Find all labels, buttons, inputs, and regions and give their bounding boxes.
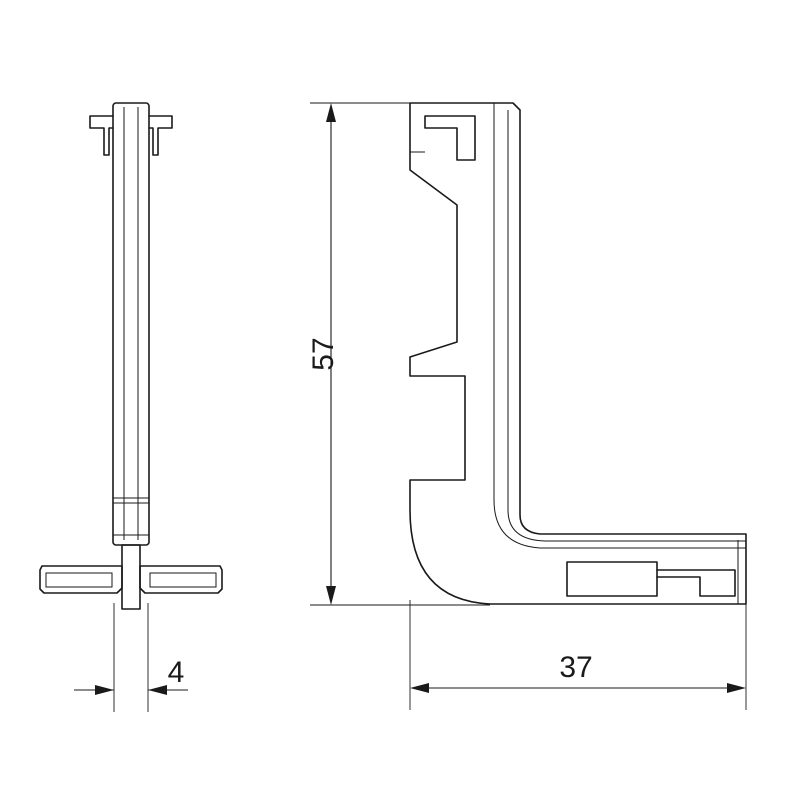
dimension-thickness: 4 bbox=[74, 603, 188, 712]
side-view-left-foot bbox=[39, 565, 123, 594]
front-view bbox=[409, 102, 747, 605]
front-view-top-slot bbox=[424, 115, 476, 161]
front-view-bottom-slot bbox=[566, 561, 658, 597]
side-view-left-tab bbox=[89, 115, 114, 156]
dimension-height: 57 bbox=[307, 102, 490, 606]
side-view-bar bbox=[112, 102, 150, 546]
side-view bbox=[39, 102, 223, 610]
front-view-outline bbox=[409, 102, 747, 605]
side-view-stem bbox=[121, 544, 141, 610]
front-view-end-slot bbox=[656, 569, 736, 597]
thickness-dimension-label: 4 bbox=[168, 656, 185, 689]
height-dimension-label: 57 bbox=[307, 337, 340, 370]
side-view-right-foot bbox=[139, 565, 223, 594]
dimension-width: 37 bbox=[409, 600, 747, 710]
width-dimension-label: 37 bbox=[559, 651, 592, 684]
side-view-right-tab bbox=[148, 115, 173, 156]
